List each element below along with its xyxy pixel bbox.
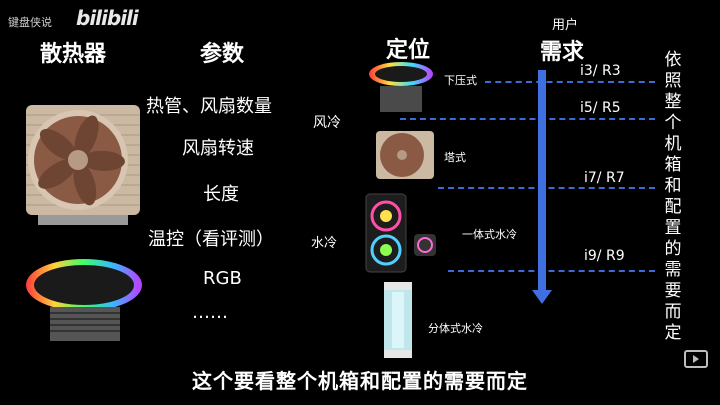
cooler-custom-loop-label: 分体式水冷 <box>428 322 483 335</box>
tier-i9: i9/ R9 <box>584 248 625 264</box>
tier-line-4 <box>448 270 655 272</box>
tower-cooler-image <box>18 85 148 235</box>
header-user: 用户 <box>552 18 579 33</box>
param-fan-speed: 风扇转速 <box>182 138 254 159</box>
param-heatpipes: 热管、风扇数量 <box>146 96 272 117</box>
rgb-cooler-image <box>22 255 147 350</box>
param-rgb: RGB <box>203 268 242 289</box>
param-temp-control: 温控（看评测） <box>148 229 274 250</box>
custom-loop-reservoir-image <box>378 280 418 360</box>
tier-line-1 <box>485 81 655 83</box>
demand-arrow-shaft <box>538 70 546 292</box>
cooler-aio-label: 一体式水冷 <box>462 228 517 241</box>
downdraft-cooler-image <box>366 60 436 118</box>
header-demand: 需求 <box>540 40 585 65</box>
cooler-tower-label: 塔式 <box>444 151 466 164</box>
header-position: 定位 <box>386 38 431 63</box>
param-length: 长度 <box>203 184 239 205</box>
aio-cooler-image <box>362 190 442 275</box>
tier-line-2 <box>400 118 655 120</box>
header-cooler: 散热器 <box>40 42 107 67</box>
tier-i3: i3/ R3 <box>580 63 621 79</box>
param-ellipsis: …… <box>192 302 228 323</box>
tower-cooler-small-image <box>372 125 438 185</box>
video-subtitle: 这个要看整个机箱和配置的需要而定 <box>192 369 528 393</box>
bilibili-logo: bilibili <box>76 6 139 30</box>
tv-play-icon[interactable] <box>684 350 708 368</box>
tier-i5: i5/ R5 <box>580 100 621 116</box>
category-air: 风冷 <box>313 115 341 131</box>
watermark-text: 键盘侠说 <box>8 16 52 29</box>
category-water: 水冷 <box>311 236 338 251</box>
side-note-vertical: 依照整个机箱和配置的需要而定 <box>664 50 682 343</box>
header-params: 参数 <box>200 42 245 67</box>
tier-i7: i7/ R7 <box>584 170 625 186</box>
cooler-downdraft-label: 下压式 <box>444 74 477 87</box>
tier-line-3 <box>438 187 655 189</box>
demand-arrow-head <box>532 290 552 304</box>
